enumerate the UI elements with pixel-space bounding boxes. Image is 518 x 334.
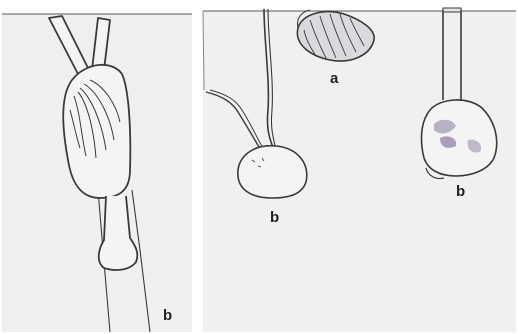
tube-siphon-shell [422, 100, 497, 176]
label-a: a [330, 71, 338, 86]
label-b-middle: b [270, 210, 279, 225]
label-b-left: b [163, 308, 172, 323]
deep-burrower-shell [63, 65, 130, 198]
label-b-right: b [456, 184, 465, 199]
shallow-burrower-shell [238, 146, 307, 198]
siphon-tube-cap [443, 8, 461, 12]
